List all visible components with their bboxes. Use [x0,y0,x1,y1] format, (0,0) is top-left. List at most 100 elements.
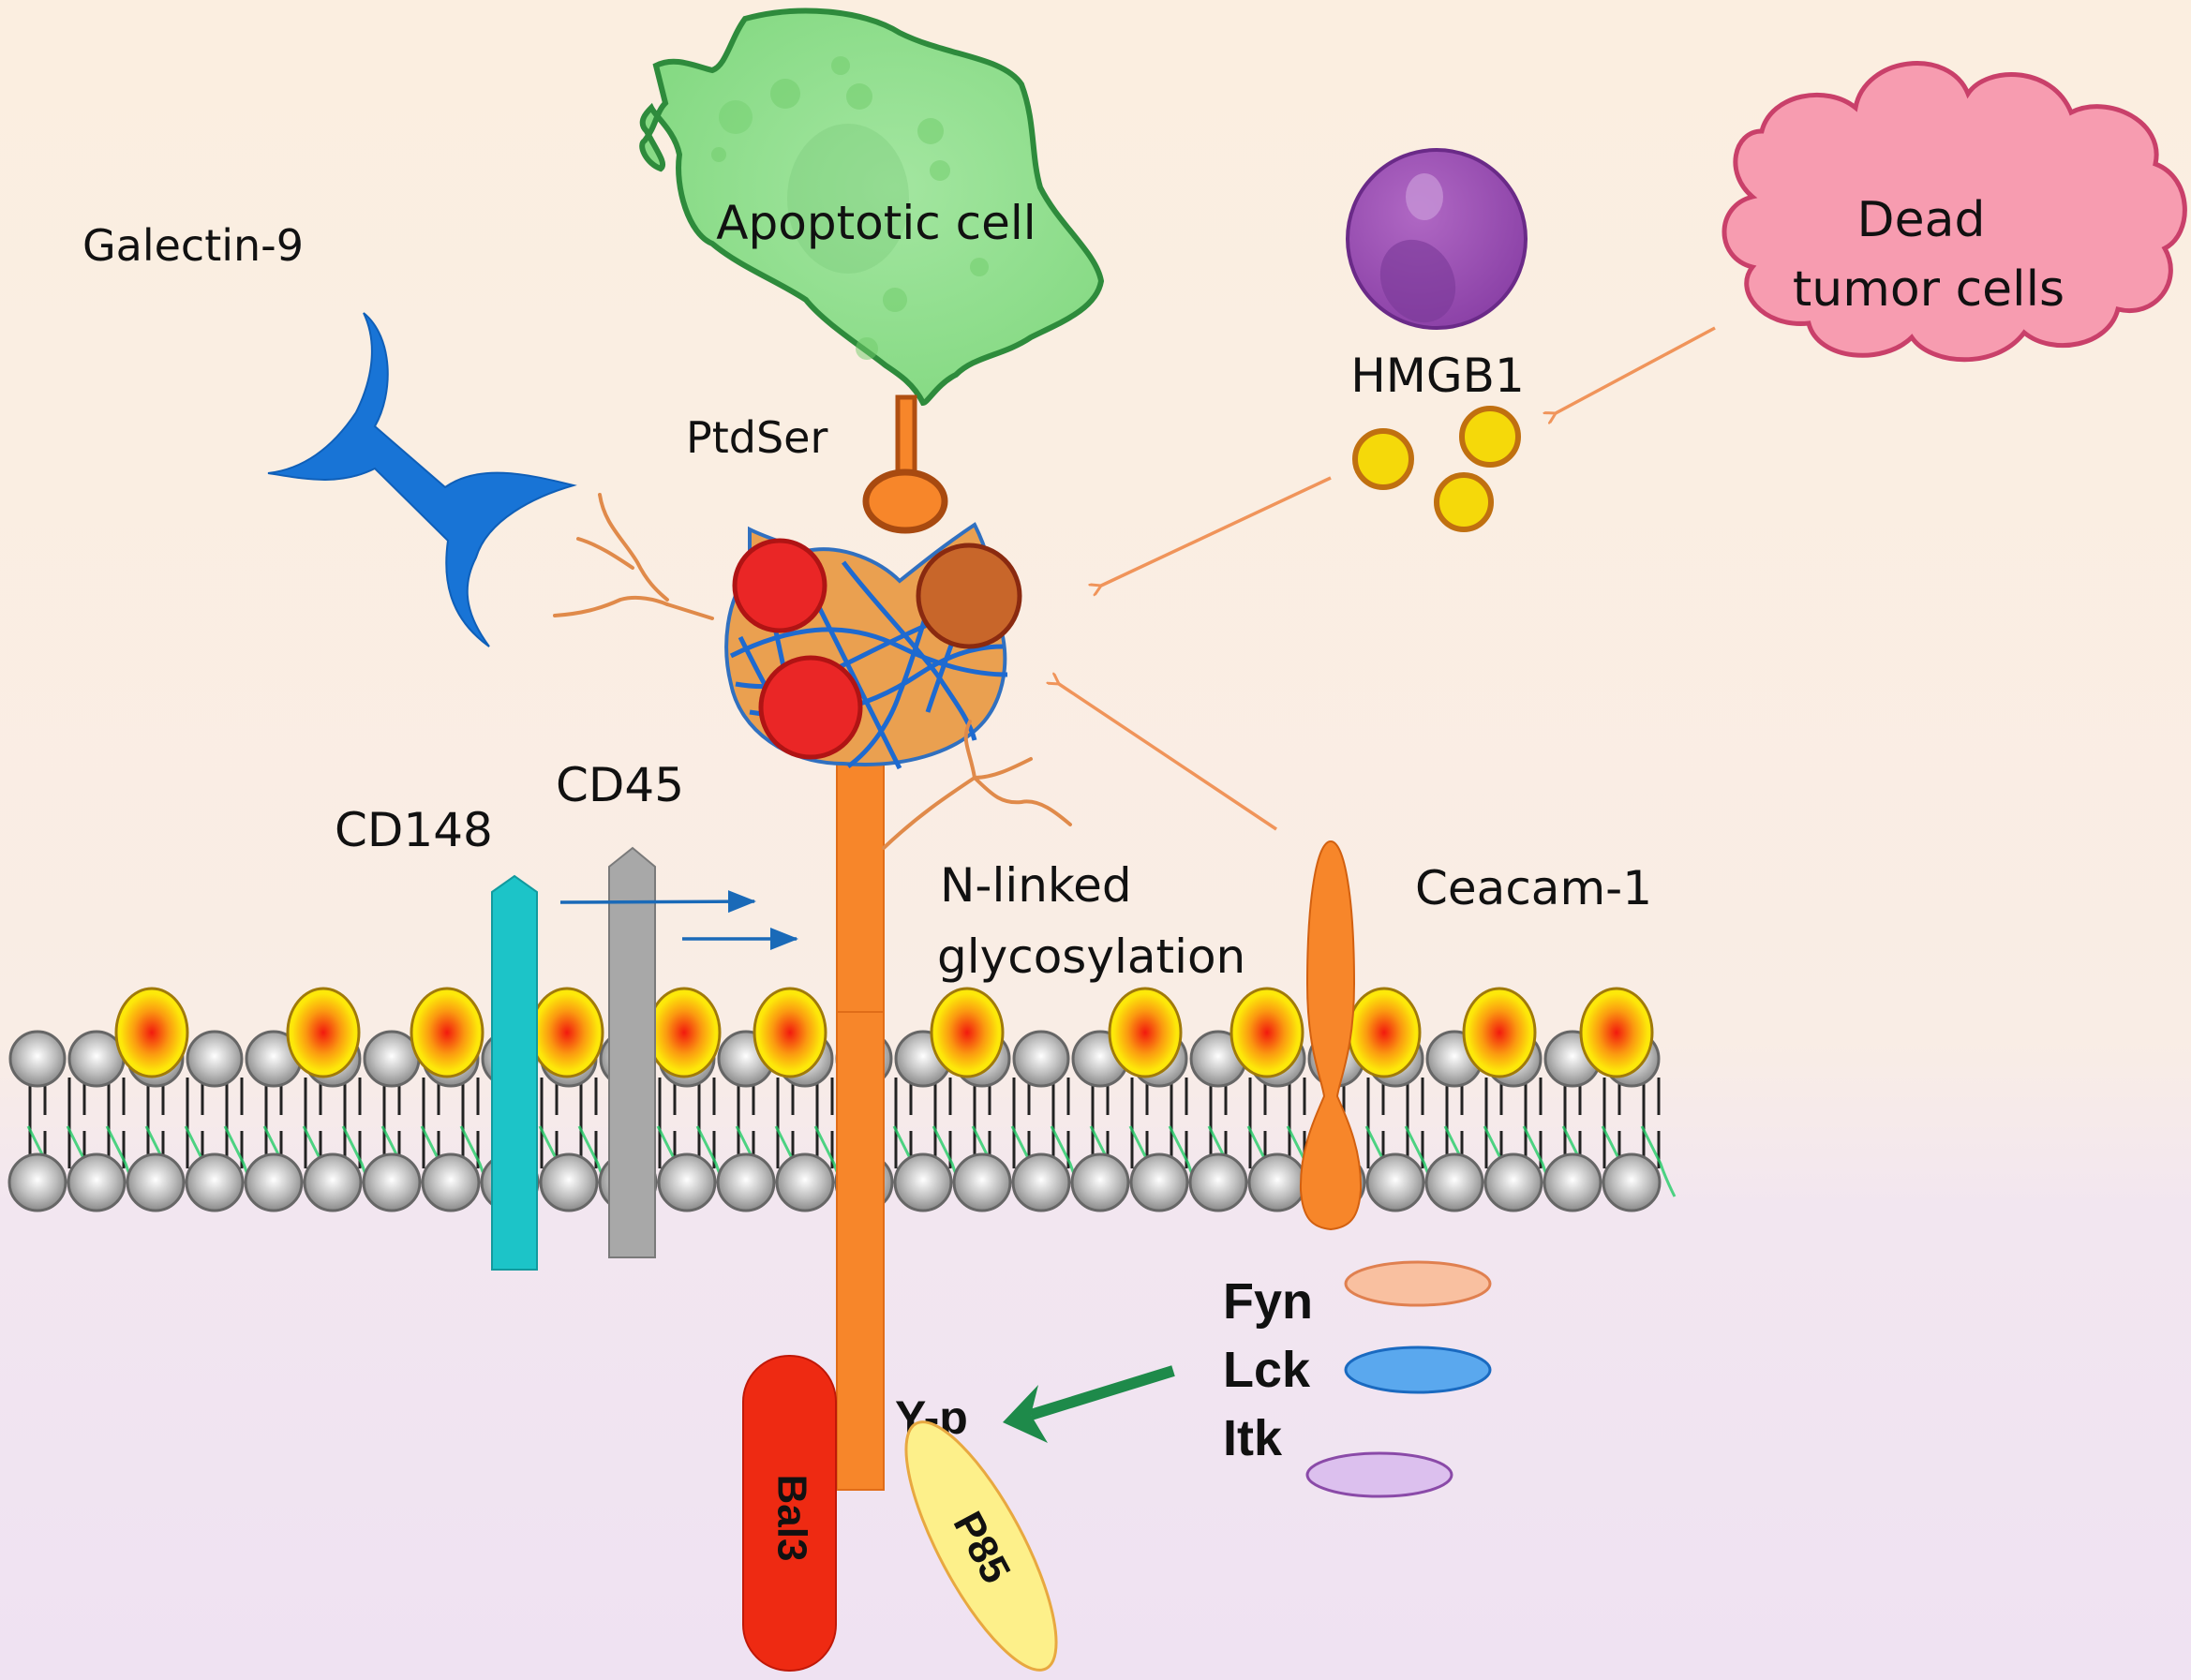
dead-tumor-cloud [1722,61,2187,363]
hmgb1-particle [1459,406,1521,468]
bat3-label: Bal3 [768,1475,814,1562]
cd45-molecule [608,846,656,1258]
dead-tumor-cells: Dead tumor cells [1722,61,2187,363]
tim3-stalk [836,1011,885,1491]
kinases: Fyn Lck Itk [1223,1260,1492,1498]
phosphorylation-arrowhead [1003,1385,1048,1443]
dephosphorylation-arrows [559,890,798,950]
phospholipid-head [8,1030,67,1088]
phospholipid-head [1188,1152,1248,1212]
cholesterol-raft [930,987,1005,1078]
arrow-cd148-to-tim3 [559,890,756,914]
ptdser-stalk [895,394,917,484]
phospholipid-head [185,1152,245,1212]
phospholipid-head [1070,1152,1130,1212]
cd45: CD45 [556,758,684,1258]
phospholipid-head [7,1152,67,1212]
cd148-label: CD148 [335,803,493,857]
hmgb1: HMGB1 [1346,148,1528,532]
itk-label: Itk [1223,1410,1283,1466]
p85: P85 [904,1420,1058,1672]
vesicle [770,79,800,109]
phospholipid-head [1365,1152,1425,1212]
phospholipid-head [1129,1152,1189,1212]
cd148-molecule [491,874,538,1271]
arrows [1059,326,1716,831]
cholesterol-raft [1462,987,1537,1078]
bat3-molecule [742,1355,837,1672]
glycan-chain-galectin [553,493,714,620]
phospholipid-head [1483,1152,1543,1212]
cd45-label: CD45 [556,758,684,812]
hmgb1-inner [1379,239,1456,323]
ceacam-1: Ceacam-1 [1299,840,1652,1231]
cholesterol-raft [114,987,189,1078]
apoptotic-cell-nucleus [787,124,909,274]
phospholipid-head [893,1152,953,1212]
galectin-9: Galectin-9 [82,220,577,647]
phospholipid-head [716,1152,776,1212]
hmgb1-particle [1352,428,1414,490]
lipid-tail-unsaturated [1640,1125,1677,1197]
ligand-sphere [758,655,863,760]
cholesterol-raft [1579,987,1654,1078]
cd148: CD148 [335,803,538,1271]
galectin-9-label: Galectin-9 [82,220,304,271]
fyn-label: Fyn [1223,1273,1313,1330]
phospholipid-head [1011,1152,1071,1212]
ptdser: PtdSer [686,394,948,534]
hmgb1-particle [1434,472,1494,532]
phospholipid-head [1247,1152,1307,1212]
arrow-dead-tumor-to-hmgb1 [1556,326,1716,413]
phospholipid-head [303,1152,363,1212]
vesicle [846,83,872,110]
vesicle [719,100,753,134]
vesicle [711,147,726,162]
apoptotic-cell: Apoptotic cell [639,7,1105,407]
vesicle [883,288,907,312]
phospholipid-head [1602,1152,1662,1212]
ptdser-label: PtdSer [686,412,827,463]
arrow-hmgb1-to-tim3 [1101,476,1332,586]
phospholipid-head [1424,1152,1484,1212]
dead-tumor-label-line2: tumor cells [1793,261,2064,318]
cholesterol-raft [1108,987,1183,1078]
bat3: Bal3 [742,1355,837,1672]
phospholipid-head [126,1152,186,1212]
vesicle [970,258,989,276]
itk-molecule [1305,1451,1453,1498]
phospholipid-head [952,1152,1012,1212]
lck-label: Lck [1223,1342,1311,1398]
cholesterol-raft [1230,987,1304,1078]
phospholipid-head [1012,1030,1070,1088]
vesicle [930,160,950,181]
apoptotic-cell-label: Apoptotic cell [716,196,1036,250]
vesicle [917,118,944,144]
arrow-ceacam1-to-tim3 [1059,684,1277,831]
phospholipid-head [1543,1152,1602,1212]
phospholipid-head [186,1030,244,1088]
n-linked-glycosylation-label-line1: N-linked [940,858,1132,913]
phospholipid-head [539,1152,599,1212]
cholesterol-raft [647,987,722,1078]
lck-molecule [1344,1345,1492,1394]
hmgb1-highlight [1406,173,1443,220]
ceacam-1-molecule [1299,840,1363,1231]
phospholipid-head [67,1152,127,1212]
vesicle [856,337,878,360]
phospholipid-head [362,1152,422,1212]
phospholipid-head [244,1152,304,1212]
phospholipid-head [421,1152,481,1212]
galectin-9-molecule [267,312,577,647]
hmgb1-label: HMGB1 [1350,349,1525,403]
cholesterol-raft [529,987,604,1078]
ligand-sphere [916,543,1022,649]
cholesterol-raft [410,987,484,1078]
lipid-bilayer [7,987,1677,1212]
cholesterol-raft [753,987,827,1078]
phosphorylation-arrow [1003,1365,1175,1443]
phospholipid-head [775,1152,835,1212]
p85-molecule [904,1420,1058,1672]
ligand-sphere [732,538,827,633]
